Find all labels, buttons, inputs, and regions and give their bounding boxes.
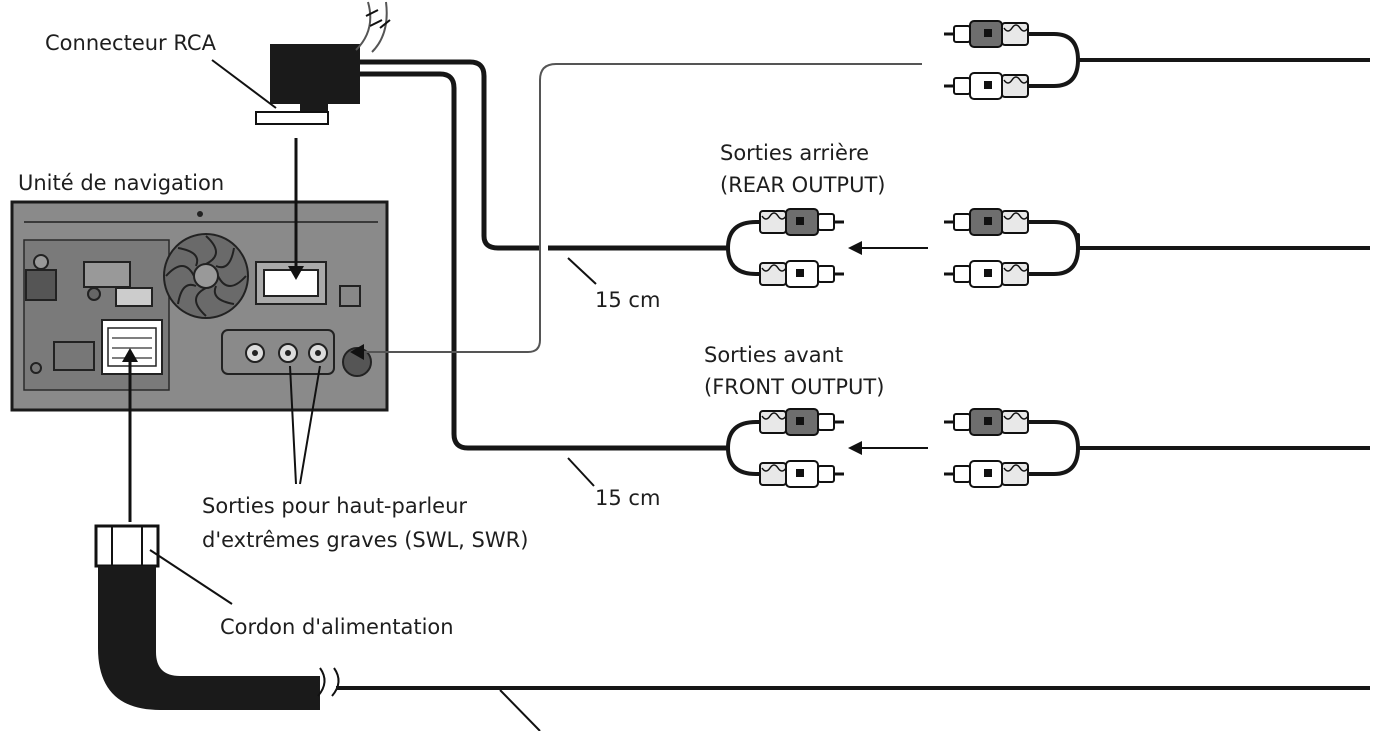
rear-length-label: 15 cm (595, 288, 660, 312)
front-output-subtitle: (FRONT OUTPUT) (704, 375, 884, 399)
power-cord (94, 348, 1370, 710)
subwoofer-label-line2: d'extrêmes graves (SWL, SWR) (202, 528, 528, 552)
front-length-label: 15 cm (595, 486, 660, 510)
rear-amp-plugs (942, 207, 1370, 289)
front-output-plugs (726, 407, 846, 489)
rca-connector-label: Connecteur RCA (45, 31, 217, 55)
rear-output-subtitle: (REAR OUTPUT) (720, 173, 885, 197)
rear-output-title: Sorties arrière (720, 141, 869, 165)
top-amp-plugs (942, 19, 1370, 101)
front-output-title: Sorties avant (704, 343, 843, 367)
navigation-unit (10, 200, 389, 412)
leader-lines (149, 59, 597, 731)
front-amp-plugs (942, 407, 1370, 489)
rca-connector (255, 1, 391, 280)
power-cord-label: Cordon d'alimentation (220, 615, 454, 639)
rear-output-plugs (726, 207, 846, 289)
front-arrow (848, 441, 928, 455)
main-cables (350, 59, 922, 451)
rear-arrow (848, 241, 928, 255)
nav-unit-label: Unité de navigation (18, 171, 224, 195)
subwoofer-label-line1: Sorties pour haut-parleur (202, 494, 467, 518)
